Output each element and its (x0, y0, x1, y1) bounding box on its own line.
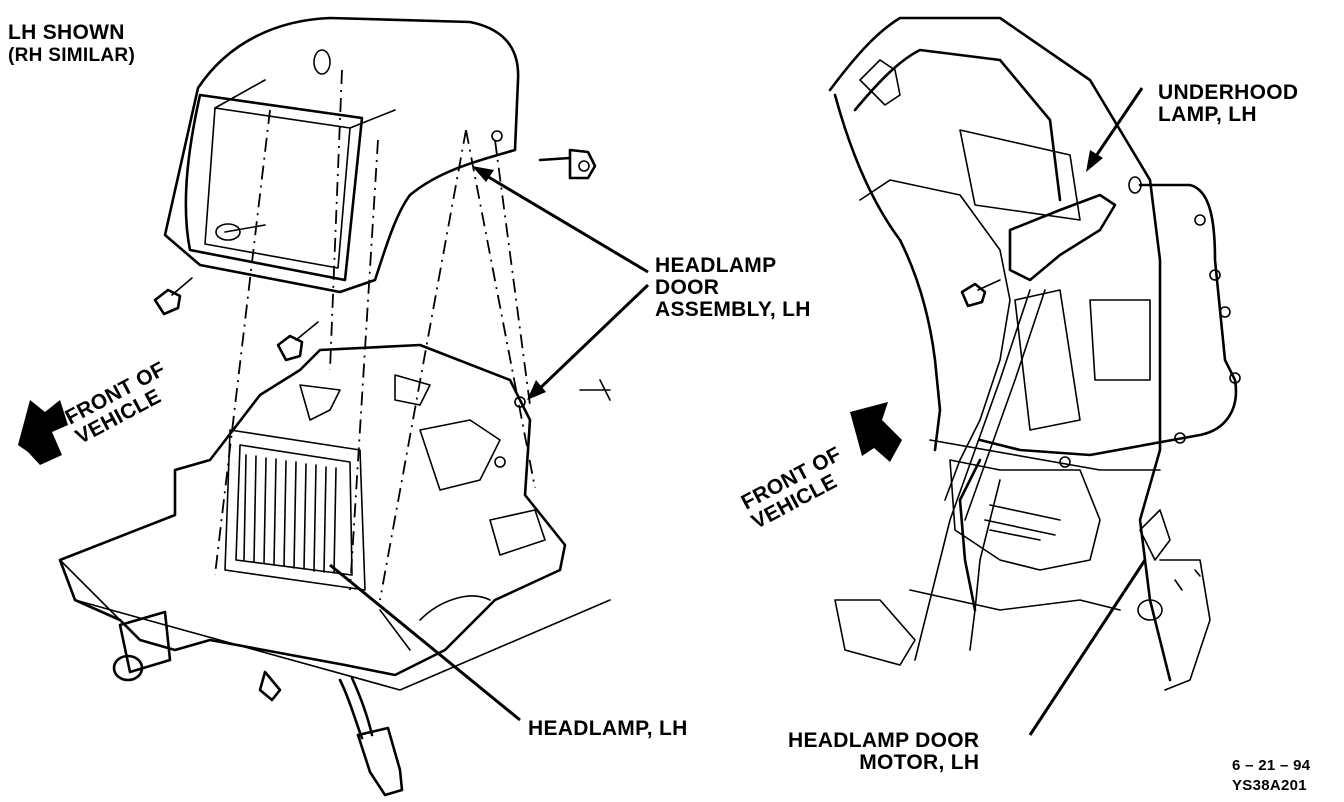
headlamp-connector-drawing (112, 610, 404, 797)
headlamp-door-assembly-label: HEADLAMP DOOR ASSEMBLY, LH (655, 254, 811, 322)
leader-door-lower (533, 283, 650, 395)
bolt-upper-right (538, 148, 597, 180)
headlamp-lh-label: HEADLAMP, LH (528, 717, 688, 740)
headlamp-lens-lines (243, 454, 337, 574)
date-label: 6 – 21 – 94 (1232, 757, 1311, 774)
bolt-middle (276, 321, 319, 362)
engine-compartment-drawing (828, 16, 1211, 691)
headlamp-housing-drawing (58, 343, 611, 691)
leader-door-motor (1028, 559, 1147, 736)
leader-underhood-lamp (1090, 87, 1144, 163)
rh-similar-label: (RH SIMILAR) (8, 45, 136, 66)
bolt-left (153, 277, 193, 316)
front-arrow-right (850, 402, 902, 462)
leader-door-upper (479, 170, 649, 274)
underhood-lamp-label: UNDERHOOD LAMP, LH (1158, 81, 1299, 127)
front-arrow-left (18, 400, 68, 465)
lh-shown-label: LH SHOWN (8, 21, 125, 44)
wiring-harness-drawing (914, 176, 1241, 661)
leader-headlamp (329, 563, 521, 722)
headlamp-door-motor-label: HEADLAMP DOOR MOTOR, LH (788, 729, 980, 775)
figure-code-label: YS38A201 (1232, 777, 1307, 794)
headlamp-door-drawing (163, 16, 520, 294)
bolt-right (960, 279, 1001, 308)
